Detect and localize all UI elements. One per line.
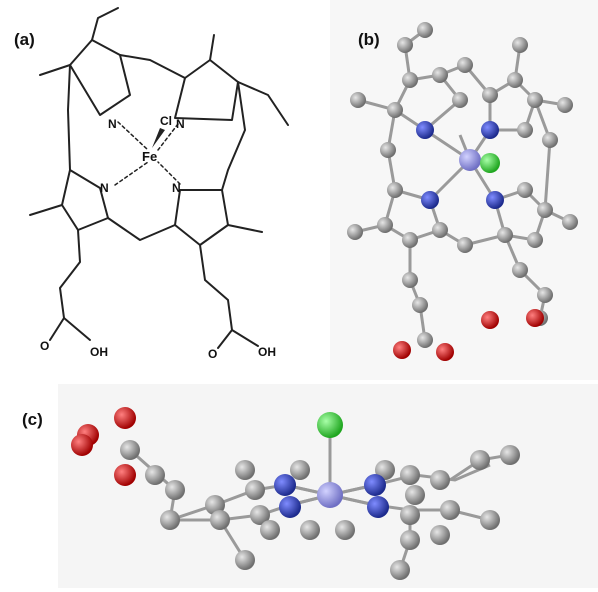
panel-a-skeletal-structure: (a) [0, 0, 330, 380]
carbon-atoms-side-view [120, 440, 520, 580]
panel-c-ball-and-stick-side-view: (c) [0, 380, 598, 592]
n-fe-dashed-bond-2 [157, 123, 179, 151]
pyrrole-ring-bottom-left [61, 169, 109, 231]
vinyl-group-right [237, 81, 289, 126]
vinyl-group-top-left [91, 7, 119, 41]
chlorine-atom-top-view [480, 153, 500, 173]
n-fe-dashed-bond-4 [157, 161, 181, 185]
oxygen-atoms-side-view [71, 407, 136, 486]
iron-atom-top-view [459, 149, 481, 171]
chlorine-label: Cl [160, 114, 172, 128]
ball-stick-model-side [71, 407, 520, 580]
fe-cl-wedge-bond [152, 128, 165, 148]
oxygen-atoms-top-view [393, 309, 544, 361]
nitrogen-label-3: N [100, 181, 109, 195]
methyl-bottom-left [29, 204, 63, 216]
n-fe-dashed-bond-1 [117, 121, 149, 151]
pyrrole-ring-top-left [69, 39, 131, 116]
nitrogen-atoms-top-view [416, 121, 504, 209]
iron-label: Fe [142, 149, 157, 164]
nitrogen-atoms-side-view [274, 474, 389, 518]
hydroxyl-label-left: OH [90, 345, 108, 359]
hydroxyl-label-right: OH [258, 345, 276, 359]
panel-a-label: (a) [14, 30, 35, 49]
acid-oh-bond-right [231, 329, 259, 347]
chlorine-atom-side-view [317, 412, 343, 438]
propionic-chain-right [199, 244, 233, 349]
panel-c-label: (c) [22, 410, 43, 429]
iron-atom-side-view [317, 482, 343, 508]
acid-oh-bond-left [63, 317, 91, 341]
meso-bridge-top [119, 54, 186, 79]
methyl-bottom-right [227, 224, 263, 233]
nitrogen-label-1: N [108, 117, 117, 131]
nitrogen-label-4: N [172, 181, 181, 195]
panel-b-label: (b) [358, 30, 380, 49]
methyl-top-right [209, 34, 215, 61]
pyrrole-ring-top-right [174, 59, 239, 121]
ball-stick-model-top [347, 22, 578, 361]
n-fe-dashed-bond-3 [114, 161, 149, 186]
meso-bridge-bottom [107, 217, 176, 241]
pyrrole-ring-bottom-right [174, 189, 229, 246]
oxygen-label-left: O [40, 339, 49, 353]
nitrogen-label-2: N [176, 117, 185, 131]
meso-bridge-left [67, 64, 71, 171]
meso-bridge-right [221, 81, 246, 191]
skeletal-structure-diagram: N N N N Fe Cl O OH O OH [29, 7, 289, 361]
carbon-atoms-top-view [347, 22, 578, 348]
propionic-chain-left [49, 229, 81, 341]
oxygen-label-right: O [208, 347, 217, 361]
methyl-top-left [39, 64, 71, 76]
panel-b-ball-and-stick-top-view: (b) [330, 0, 598, 380]
